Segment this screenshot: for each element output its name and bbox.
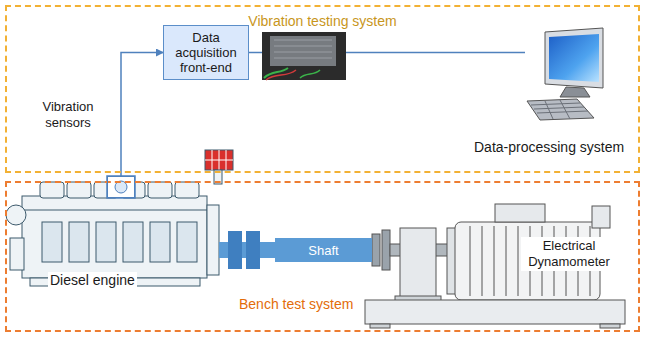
sensor-node: Vibration sensors (107, 176, 135, 198)
system-region: Bench test system Diesel engine Shaft Elect… (5, 181, 640, 332)
shaft-label: Shaft (308, 243, 338, 258)
box-label: Data acquisition front-end (167, 30, 245, 75)
system-region: Vibration testing systemData acquisition… (5, 5, 640, 173)
node-label: Data-processing system (473, 139, 625, 155)
node-label: Diesel engine (48, 272, 137, 288)
shaft-bar: Shaft (275, 238, 372, 262)
electrical-dynamometer (365, 204, 625, 328)
region-title: Bench test system (239, 296, 353, 312)
node-label: Electrical Dynamometer (521, 237, 617, 271)
process-box: Data acquisition front-end (163, 25, 249, 80)
sensor-label: Vibration sensors (34, 99, 102, 131)
shaft-coupling (219, 231, 275, 269)
region-title: Vibration testing system (7, 13, 638, 29)
computer-node: Data-processing system (525, 28, 607, 121)
dynamometer-node: Electrical Dynamometer (372, 203, 625, 330)
connector-line (121, 53, 163, 177)
diesel-engine (6, 150, 233, 286)
daq-photo (262, 32, 346, 80)
engine-node: Diesel engine (8, 184, 222, 296)
computer-icon (527, 28, 603, 120)
